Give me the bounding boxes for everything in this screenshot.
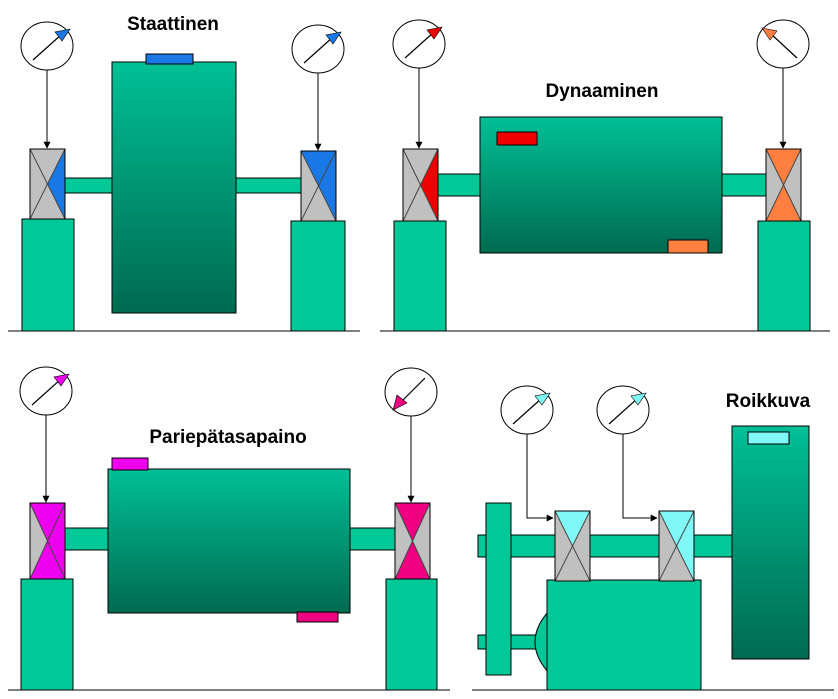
gauge-right-icon: [384, 367, 438, 503]
panel-static: Staattinen: [8, 14, 360, 332]
bearing-right: [394, 502, 431, 580]
motor-coupling: [534, 610, 549, 674]
gauge-right-icon: [596, 385, 658, 522]
rotor: [731, 425, 810, 660]
panel-title: Dynaaminen: [546, 81, 659, 102]
unbalance-weight-top: [496, 131, 538, 146]
bearing-left: [402, 148, 439, 222]
rotor: [111, 61, 237, 314]
bearing-right: [765, 148, 802, 222]
unbalance-weight: [747, 431, 790, 445]
pedestal-left: [393, 220, 447, 332]
gauge-left-icon: [20, 21, 74, 149]
bearing-left: [29, 148, 66, 220]
pedestal-right: [385, 578, 438, 691]
panel-couple: Pariepätasapaino: [8, 366, 450, 691]
gauge-right-icon: [291, 24, 345, 151]
pedestal-left: [21, 218, 75, 332]
panel-title: Pariepätasapaino: [149, 427, 306, 448]
pedestal-right: [757, 220, 811, 332]
unbalance-weight-bottom: [667, 239, 709, 254]
panel-overhung: Roikkuva: [472, 385, 834, 691]
panel-title: Staattinen: [127, 14, 219, 35]
pedestal-left: [20, 578, 74, 691]
unbalance-weight-bottom: [296, 611, 339, 623]
unbalance-weight-top: [111, 457, 149, 471]
gauge-left-icon: [500, 385, 554, 522]
bearing-left: [29, 502, 66, 580]
bearing-right: [300, 150, 337, 222]
panel-title: Roikkuva: [726, 391, 811, 412]
pedestal-right: [290, 220, 346, 332]
bearing-left: [554, 510, 591, 582]
gauge-left-icon: [392, 19, 446, 149]
gauge-left-icon: [19, 366, 73, 503]
coupling-disc: [485, 502, 512, 676]
panel-dynamic: Dynaaminen: [380, 19, 830, 332]
gauge-right-icon: [756, 19, 810, 149]
rotor: [107, 468, 351, 614]
bearing-right: [658, 510, 695, 582]
unbalance-weight: [145, 53, 194, 65]
motor-housing: [546, 579, 702, 691]
